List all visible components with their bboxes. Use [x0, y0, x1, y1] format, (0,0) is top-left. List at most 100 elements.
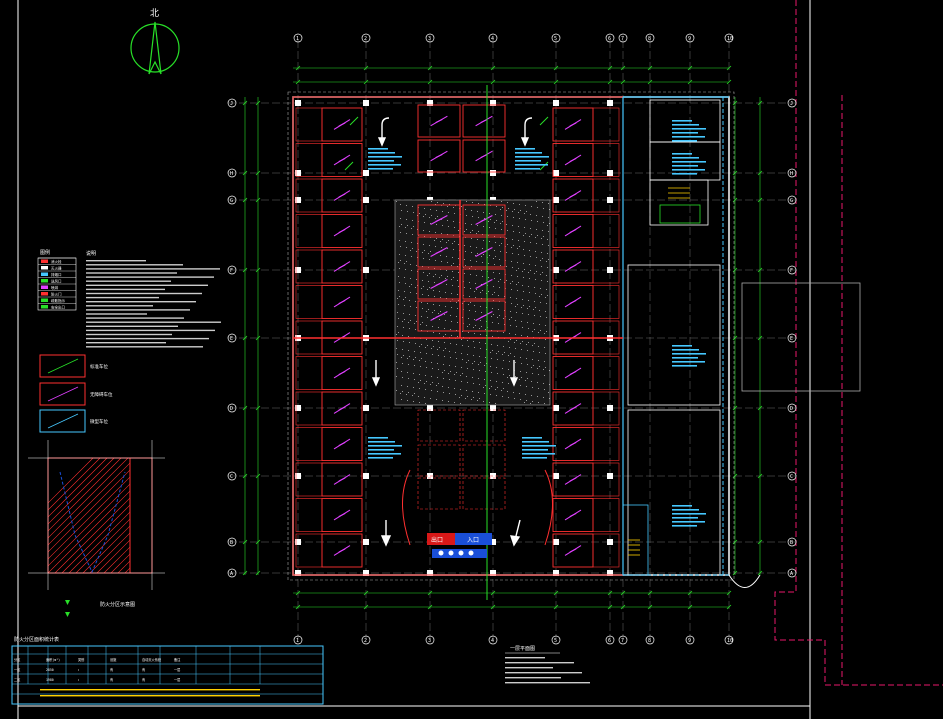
- legend-item: 送风口: [51, 279, 62, 284]
- parking-stall: [417, 139, 461, 173]
- axis-label-left: B: [790, 540, 793, 546]
- sign-exit-label: 出口: [431, 536, 443, 544]
- sign-entry-label: 入口: [467, 537, 479, 544]
- axis-label-left: G: [790, 198, 793, 204]
- axis-label-top: 8: [648, 638, 651, 644]
- axis-label-top: 8: [648, 36, 651, 42]
- axis-label-left: B: [230, 540, 233, 546]
- axis-label-top: 1: [296, 36, 299, 42]
- axis-label-left: H: [230, 171, 233, 177]
- legend-title: 图例: [40, 249, 50, 256]
- dimension-lines: [242, 65, 763, 610]
- legend-item: 喷淋: [51, 285, 58, 290]
- notes-title: 说明: [86, 250, 96, 257]
- equipment-rooms: [622, 99, 861, 576]
- title-block-column: 分区: [14, 657, 21, 662]
- title-block-cell: 有: [110, 667, 113, 672]
- axis-label-top: 5: [554, 36, 557, 42]
- title-block-column: 备注: [174, 657, 181, 662]
- north-arrow: 北: [130, 8, 180, 75]
- title-block-cell: 1980: [46, 678, 54, 682]
- parking-samples: 标准车位 无障碍车位 微型车位: [39, 354, 113, 433]
- axis-label-top: 5: [554, 638, 557, 644]
- axis-label-left: J: [230, 101, 233, 107]
- axis-label-top: 9: [688, 638, 691, 644]
- sample-accessible-label: 无障碍车位: [90, 391, 113, 398]
- entrance-sign[interactable]: 出口 入口: [427, 533, 492, 558]
- axis-label-left: D: [230, 406, 233, 412]
- title-block-column: 自动灭火系统: [142, 657, 162, 662]
- axis-label-top: 3: [428, 638, 431, 644]
- outer-wall-dashed: [623, 97, 729, 576]
- design-notes: 说明: [86, 250, 221, 348]
- axis-label-left: C: [230, 474, 233, 480]
- legend-item: 排烟口: [51, 272, 62, 277]
- parking-stall: [462, 204, 506, 236]
- north-label: 北: [150, 8, 159, 19]
- axis-label-left: A: [790, 571, 793, 577]
- parking-stalls: [295, 104, 620, 568]
- parking-stall: [462, 300, 506, 332]
- axis-label-top: 4: [491, 638, 494, 644]
- parking-stall: [462, 139, 506, 173]
- plan-title: 一层平面图: [505, 646, 590, 684]
- legend-item: 安全出口: [51, 305, 65, 310]
- axis-label-left: H: [790, 171, 793, 177]
- title-block-cell: 有: [142, 677, 145, 682]
- axis-label-top: 6: [608, 638, 611, 644]
- title-block-heading: 防火分区面积统计表: [14, 636, 59, 643]
- axis-label-left: D: [790, 406, 793, 412]
- drive-arrows: [371, 117, 533, 547]
- title-block-column: 类别: [78, 657, 84, 662]
- parking-stall: [417, 104, 461, 138]
- axis-label-top: 10: [727, 36, 733, 42]
- building-outline: [287, 91, 735, 581]
- stair-icon: [628, 187, 690, 556]
- axis-label-top: 3: [428, 36, 431, 42]
- legend-item: 消火栓: [51, 259, 62, 264]
- title-block-cell: Ⅰ: [78, 668, 79, 672]
- key-plan: 防火分区示意图: [28, 440, 165, 617]
- axis-label-top: 9: [688, 36, 691, 42]
- parking-stall: [462, 268, 506, 300]
- title-block-cell: 二区: [14, 678, 21, 682]
- legend-item: 灭火器: [51, 266, 62, 271]
- ramp-arcs: [402, 469, 553, 546]
- legend-item: 防火门: [51, 292, 62, 297]
- annotation-blocks: [368, 120, 706, 527]
- axis-label-left: A: [230, 571, 233, 577]
- axis-label-top: 4: [491, 36, 494, 42]
- title-block-column: 设施: [110, 657, 117, 662]
- axis-label-top: 1: [296, 638, 299, 644]
- plan-scale-label: 一层平面图: [510, 646, 535, 652]
- corner-curve: [728, 574, 761, 588]
- title-block-cell: 一层: [174, 677, 180, 682]
- title-block-cell: 有: [142, 667, 145, 672]
- key-plan-title: 防火分区示意图: [100, 601, 135, 608]
- axis-label-left: F: [230, 268, 233, 274]
- title-block-cell: 一层: [174, 667, 180, 672]
- title-block-cell: 有: [110, 677, 113, 682]
- axis-label-left: G: [230, 198, 233, 204]
- title-block-cell: Ⅰ: [78, 678, 79, 682]
- sample-standard-label: 标准车位: [90, 363, 108, 370]
- axis-label-top: 10: [727, 638, 733, 644]
- title-block-cell: 2850: [46, 668, 54, 672]
- axis-label-left: C: [790, 474, 793, 480]
- sample-mini-label: 微型车位: [90, 418, 108, 425]
- title-block-column: 面积(m²): [46, 657, 60, 662]
- drawing-frame: [17, 0, 811, 719]
- axis-label-left: E: [230, 336, 233, 342]
- legend-item: 疏散指示: [51, 298, 65, 303]
- axis-label-top: 7: [621, 638, 624, 644]
- axis-label-left: F: [790, 268, 793, 274]
- title-block-cell: 一区: [14, 668, 21, 672]
- axis-label-top: 7: [621, 36, 624, 42]
- axis-label-left: J: [790, 101, 793, 107]
- axis-label-top: 2: [364, 36, 367, 42]
- parking-stall: [462, 104, 506, 138]
